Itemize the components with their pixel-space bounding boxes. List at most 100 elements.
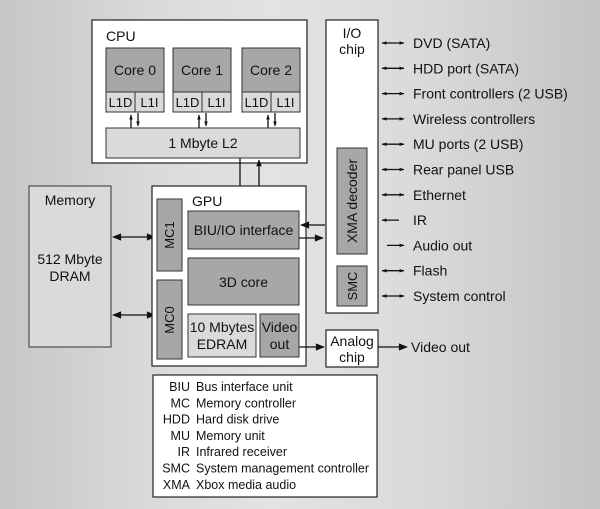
gpu-title: GPU <box>192 193 222 209</box>
core-1-l1d-label: L1D <box>176 95 200 110</box>
core-2-box <box>241 47 301 93</box>
legend-row: IR Infrared receiver <box>178 445 288 459</box>
edram-label: EDRAM <box>197 336 248 352</box>
io-port-row: HDD port (SATA) <box>381 60 519 76</box>
legend-box <box>152 374 378 498</box>
edram-box <box>187 313 257 358</box>
mc1-label: MC1 <box>162 221 177 248</box>
edram-size-label: 10 Mbytes <box>190 319 255 335</box>
io-port-row: Ethernet <box>381 187 466 203</box>
video-out-label: Video out <box>411 339 470 355</box>
legend-desc: Infrared receiver <box>196 445 287 459</box>
analog-chip-box <box>325 329 379 368</box>
core-2-l1i <box>270 91 301 113</box>
memory-block: Memory 512 Mbyte DRAM <box>28 185 112 348</box>
core-1-l1i-label: L1I <box>207 95 225 110</box>
core-2-label: Core 2 <box>250 62 292 78</box>
io-port-label: HDD port (SATA) <box>413 60 519 76</box>
core-1-label: Core 1 <box>181 62 223 78</box>
legend-row: MU Memory unit <box>171 429 266 443</box>
core-0-l1i <box>134 91 165 113</box>
io-port-row: System control <box>381 288 506 304</box>
legend-desc: Memory controller <box>196 396 296 410</box>
video-out-unit-line1: Video <box>262 319 298 335</box>
io-chip-title-line2: chip <box>339 41 365 57</box>
memory-type-label: DRAM <box>49 268 90 284</box>
io-port-label: Audio out <box>413 237 472 253</box>
legend-row: XMA Xbox media audio <box>163 478 296 492</box>
video-out-unit <box>259 313 300 358</box>
core-0: Core 0 L1D L1I <box>105 47 165 113</box>
core-2-l1i-label: L1I <box>276 95 294 110</box>
io-port-label: IR <box>413 212 427 228</box>
legend-abbr: BIU <box>169 380 190 394</box>
memory-size-label: 512 Mbyte <box>37 251 103 267</box>
legend-abbr: HDD <box>163 413 190 427</box>
legend-row: HDD Hard disk drive <box>163 413 280 427</box>
io-port-label: DVD (SATA) <box>413 35 490 51</box>
legend-desc: Xbox media audio <box>196 478 296 492</box>
io-port-row: Audio out <box>387 237 472 253</box>
legend-row: SMC System management controller <box>162 462 369 476</box>
3d-core-label: 3D core <box>219 274 268 290</box>
core-2: Core 2 L1D L1I <box>241 47 301 113</box>
video-out-unit-line2: out <box>270 336 290 352</box>
legend-abbr: MC <box>171 396 190 410</box>
3d-core <box>187 257 300 306</box>
io-port-label: Flash <box>413 263 447 279</box>
l2-cache <box>105 127 301 159</box>
legend-desc: System management controller <box>196 462 369 476</box>
xma-decoder-box <box>336 147 368 255</box>
gpu-block: GPU MC1 MC0 BIU/IO interface 3D core 10 … <box>151 185 307 367</box>
io-port-label: Rear panel USB <box>413 162 514 178</box>
smc-label: SMC <box>345 272 360 301</box>
io-port-label: System control <box>413 288 506 304</box>
cpu-block: CPU Core 0 L1D L1I Core 1 L1D L1I Core 2… <box>91 19 308 164</box>
core-0-l1d-label: L1D <box>109 95 133 110</box>
memory-title: Memory <box>45 192 96 208</box>
legend-desc: Memory unit <box>196 429 265 443</box>
biu-io-interface-label: BIU/IO interface <box>194 222 294 238</box>
io-port-row: Rear panel USB <box>381 162 514 178</box>
memory-box <box>28 185 112 348</box>
analog-chip-line1: Analog <box>330 333 374 349</box>
mc1-box <box>156 198 183 272</box>
io-port-row: MU ports (2 USB) <box>381 136 523 152</box>
core-1: Core 1 L1D L1I <box>172 47 232 113</box>
io-port-row: DVD (SATA) <box>381 35 490 51</box>
l2-cache-label: 1 Mbyte L2 <box>168 135 237 151</box>
core-0-label: Core 0 <box>114 62 156 78</box>
legend-row: MC Memory controller <box>171 396 296 410</box>
legend-abbr: IR <box>178 445 191 459</box>
io-port-row: IR <box>381 212 427 228</box>
biu-io-interface <box>187 210 300 250</box>
legend-desc: Bus interface unit <box>196 380 293 394</box>
io-port-row: Front controllers (2 USB) <box>381 86 568 102</box>
io-port-row: Flash <box>381 263 447 279</box>
cpu-title: CPU <box>106 28 136 44</box>
mc0-box <box>156 279 183 360</box>
legend-abbr: SMC <box>162 462 190 476</box>
io-port-label: Front controllers (2 USB) <box>413 86 568 102</box>
legend-abbr: MU <box>171 429 190 443</box>
core-0-box <box>105 47 165 93</box>
core-1-box <box>172 47 232 93</box>
io-ports-list: DVD (SATA) HDD port (SATA) Front controlle… <box>381 35 568 304</box>
io-port-row: Wireless controllers <box>381 111 535 127</box>
io-port-label: Ethernet <box>413 187 466 203</box>
mc0-label: MC0 <box>162 306 177 333</box>
analog-chip-block: Analog chip <box>325 329 379 368</box>
legend-desc: Hard disk drive <box>196 413 279 427</box>
xma-decoder-label: XMA decoder <box>344 159 360 243</box>
legend-abbr: XMA <box>163 478 191 492</box>
io-port-label: MU ports (2 USB) <box>413 136 523 152</box>
smc-box <box>336 265 368 307</box>
io-chip-block: I/O chip XMA decoder SMC <box>325 19 379 314</box>
legend-row: BIU Bus interface unit <box>169 380 293 394</box>
analog-chip-line2: chip <box>339 349 365 365</box>
core-1-l1i <box>201 91 232 113</box>
io-port-label: Wireless controllers <box>413 111 535 127</box>
